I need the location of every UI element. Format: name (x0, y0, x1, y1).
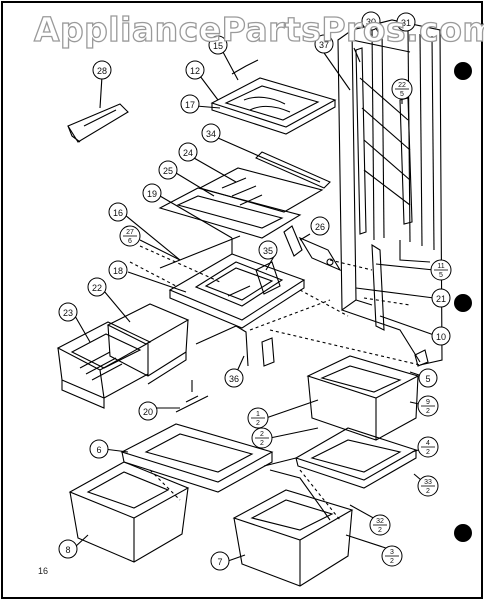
callout-31: 31 (401, 18, 411, 28)
top-shelf-assembly (210, 59, 337, 135)
callout-25: 25 (163, 166, 173, 176)
fraction-9-den: 2 (426, 408, 430, 415)
callout-37: 37 (319, 40, 329, 50)
fraction-32-num: 32 (376, 518, 384, 525)
right-crisper-cover-4 (263, 427, 418, 489)
screw-20 (175, 380, 209, 413)
callout-leaders (74, 27, 435, 562)
callout-28: 28 (97, 66, 107, 76)
fraction-2-num: 2 (260, 431, 264, 438)
callout-17: 17 (185, 100, 195, 110)
fraction-33-den: 2 (426, 488, 430, 495)
callout-23: 23 (63, 308, 73, 318)
callout-18: 18 (113, 266, 123, 276)
callout-8: 8 (65, 545, 70, 555)
bracket-26 (283, 225, 342, 272)
callout-10: 10 (436, 332, 446, 342)
page-number: 16 (38, 566, 49, 576)
callout-26: 26 (315, 222, 325, 232)
callout-35: 35 (263, 246, 273, 256)
callout-20: 20 (143, 407, 153, 417)
callout-16: 16 (113, 208, 123, 218)
callout-12: 12 (190, 66, 200, 76)
fraction-1-num: 1 (256, 411, 260, 418)
callout-19: 19 (147, 189, 157, 199)
binder-hole-top (454, 62, 472, 80)
fraction-3-num: 3 (390, 549, 394, 556)
deli-drawer (56, 303, 190, 409)
callout-34: 34 (206, 129, 216, 139)
fraction-callouts: 22 5 27 6 11 5 1 2 9 2 2 2 4 2 33 2 32 2… (119, 78, 452, 567)
fraction-2-den: 2 (260, 440, 264, 447)
binder-hole-middle (454, 294, 472, 312)
dairy-bin-28 (67, 103, 129, 143)
shelf-rail-34 (255, 151, 331, 189)
fraction-27-den: 6 (128, 238, 132, 245)
shelf-frame-25 (158, 187, 302, 239)
callout-36: 36 (229, 374, 239, 384)
callout-circles: 15 12 17 28 37 30 31 34 24 25 19 16 26 3… (58, 11, 451, 571)
fraction-22-num: 22 (398, 82, 406, 89)
fraction-27-num: 27 (126, 229, 134, 236)
callout-6: 6 (96, 445, 101, 455)
callout-21: 21 (436, 294, 446, 304)
rail-32 (269, 469, 331, 521)
left-crisper-drawer-8 (68, 461, 190, 563)
callout-7: 7 (217, 557, 222, 567)
callout-24: 24 (183, 148, 193, 158)
fraction-3-den: 2 (390, 558, 394, 565)
assembly-leaders (129, 245, 421, 521)
callout-22: 22 (92, 283, 102, 293)
right-crisper-drawer-7 (232, 489, 354, 587)
fraction-4-den: 2 (426, 449, 430, 456)
fraction-32-den: 2 (378, 527, 382, 534)
right-crisper-drawer-5 (306, 355, 420, 441)
fraction-22-den: 5 (400, 91, 404, 98)
binder-hole-bottom (454, 524, 472, 542)
crisper-cover-frame (159, 235, 306, 329)
cabinet-liner (337, 19, 443, 367)
callout-15: 15 (213, 41, 223, 51)
fraction-33-num: 33 (424, 479, 432, 486)
glass-shelf-24 (198, 167, 324, 213)
fraction-1-den: 2 (256, 420, 260, 427)
watermark-logo: AppliancePartsPros.com (33, 9, 484, 49)
left-crisper-cover-6 (120, 423, 274, 493)
callout-30: 30 (366, 17, 376, 27)
callout-5: 5 (425, 374, 430, 384)
support-bar-36 (195, 325, 275, 367)
fraction-11-num: 11 (437, 263, 444, 270)
fraction-9-num: 9 (426, 399, 430, 406)
fraction-11-den: 5 (439, 272, 443, 279)
fraction-4-num: 4 (426, 440, 430, 447)
